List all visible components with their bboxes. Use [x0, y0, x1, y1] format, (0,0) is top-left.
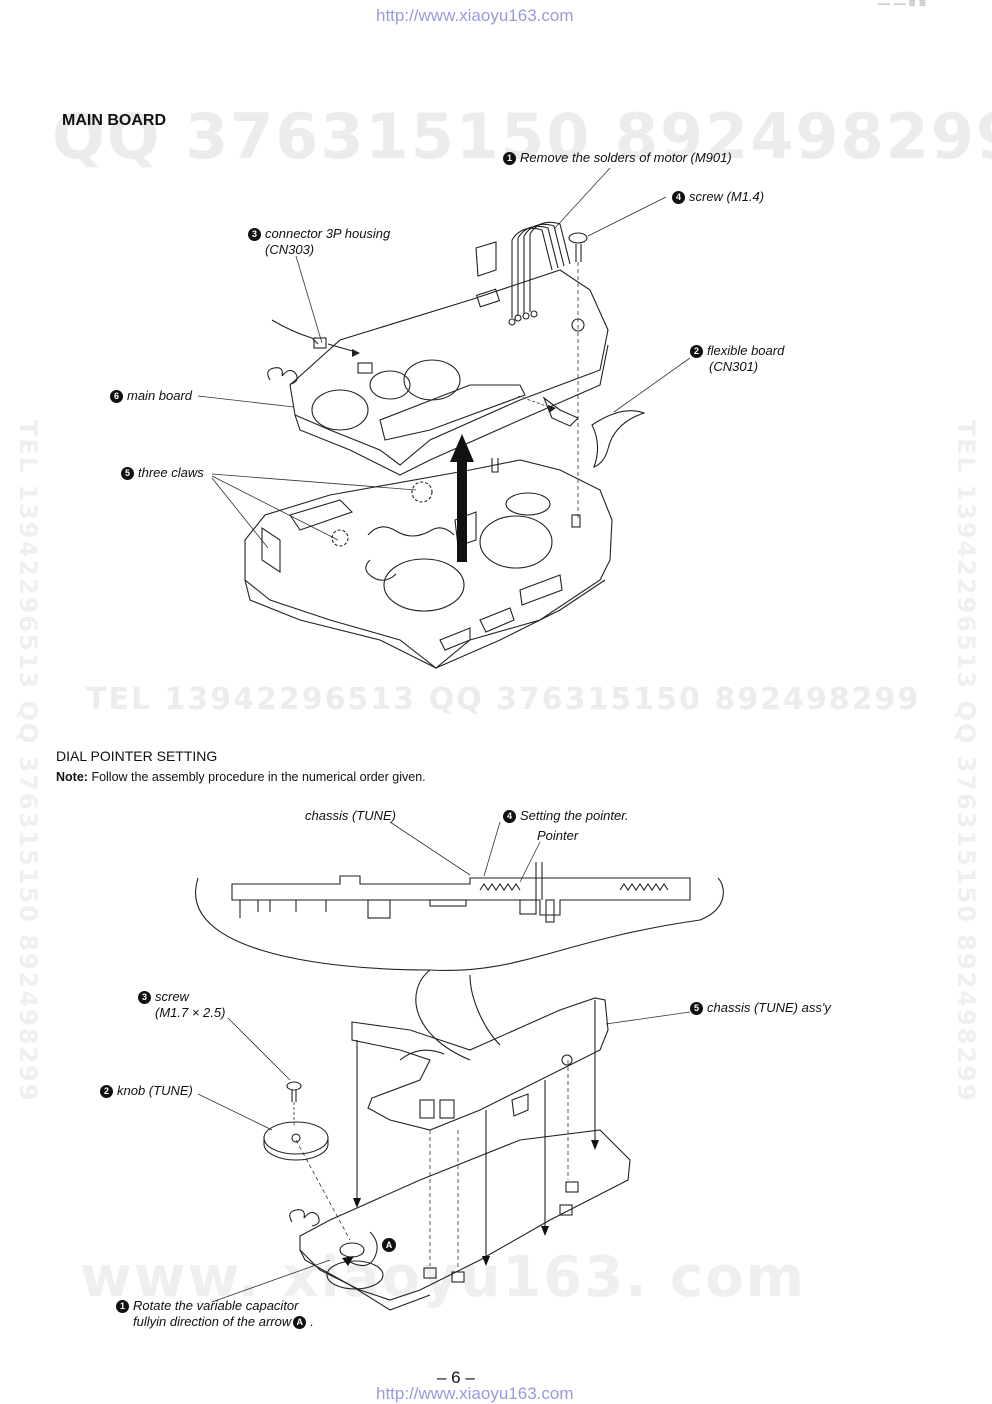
lower-chassis [244, 458, 613, 669]
lift-arrow [450, 434, 474, 562]
step-number-badge: 4 [672, 191, 685, 204]
callout-subtext: (CN303) [265, 242, 315, 257]
step-number-badge: 2 [690, 345, 703, 358]
dial-pointer-title: DIAL POINTER SETTING [56, 748, 218, 764]
step-number-badge: 6 [110, 390, 123, 403]
note-label: Note: [56, 770, 88, 784]
step-number-badge: 1 [116, 1300, 129, 1313]
arrow-marker-badge: A [293, 1316, 307, 1329]
step-number-badge: 3 [248, 228, 261, 241]
watermark-middle: TEL 13942296513 QQ 376315150 892498299 [86, 682, 921, 717]
callout-chassis-assy: 5 chassis (TUNE) ass'y [690, 1000, 831, 1016]
callout-knob-tune: 2 knob (TUNE) [100, 1083, 193, 1099]
screw-m14-illustration [568, 232, 588, 520]
callout-connector-housing: 3 connector 3P housing (CN303) [248, 226, 390, 258]
step-number-badge: 5 [690, 1002, 703, 1015]
callout-pointer: Pointer [537, 828, 579, 843]
step-number-badge: 4 [503, 810, 516, 823]
callout-text: flexible board [707, 343, 785, 358]
note-text: Follow the assembly procedure in the num… [91, 770, 426, 784]
knob-tune-illustration [263, 1121, 329, 1161]
motor-wires [475, 221, 571, 318]
assembly-note: Note: Follow the assembly procedure in t… [56, 770, 426, 784]
watermark-top: QQ 376315150 892498299 [52, 100, 992, 173]
arrow-a-badge: A [382, 1238, 396, 1252]
callout-rotate-capacitor: 1 Rotate the variable capacitor fullyin d… [116, 1298, 314, 1330]
callout-setting-pointer: 4 Setting the pointer. [503, 808, 629, 824]
bubble-tail [415, 969, 471, 1061]
spring-illustration [267, 367, 298, 385]
connector-housing-illustration [271, 319, 360, 357]
rotation-arrow [349, 1231, 378, 1267]
callout-text: knob (TUNE) [117, 1083, 193, 1098]
tuner-chassis-assembly [289, 997, 631, 1311]
header-url[interactable]: http://www.xiaoyu163.com [376, 6, 574, 25]
corner-marks: — — ≡ ≡ [878, 0, 927, 10]
callout-text: screw [155, 989, 189, 1004]
callout-text: Remove the solders of motor (M901) [520, 150, 732, 165]
callout-text: chassis (TUNE) ass'y [707, 1000, 831, 1015]
callout-three-claws: 5 three claws [121, 465, 204, 481]
step-number-badge: 3 [138, 991, 151, 1004]
callout-screw-m14: 4 screw (M1.4) [672, 189, 764, 205]
callout-subtext: (M1.7 × 2.5) [155, 1005, 226, 1020]
main-board-title: MAIN BOARD [62, 112, 166, 129]
callout-text: screw (M1.4) [689, 189, 765, 204]
callout-text: main board [127, 388, 193, 403]
callout-text: Setting the pointer. [520, 808, 629, 823]
step-number-badge: 1 [503, 152, 516, 165]
callout-text: three claws [138, 465, 204, 480]
watermark-bottom: www. xiaoyu163. com [80, 1245, 807, 1310]
callout-subtext: (CN301) [709, 359, 759, 374]
callout-main-board: 6 main board [110, 388, 192, 404]
arrow-a-marker: A [382, 1236, 400, 1254]
step-number-badge: 2 [100, 1085, 113, 1098]
callout-subtext: fullyin direction of the arrow [133, 1314, 292, 1329]
footer-url[interactable]: http://www.xiaoyu163.com [376, 1384, 574, 1403]
screw-m17-illustration [286, 1081, 302, 1126]
callout-text: Rotate the variable capacitor [133, 1298, 299, 1313]
main-board-pcb [289, 269, 609, 476]
flexible-board-illustration [517, 395, 646, 468]
callout-text: connector 3P housing [265, 226, 391, 241]
callout-remove-solders: 1 Remove the solders of motor (M901) [503, 150, 732, 166]
page-number: – 6 – [437, 1368, 475, 1387]
assembly-guide-arrows [295, 1000, 599, 1270]
callout-chassis-tune: chassis (TUNE) [305, 808, 397, 823]
step-number-badge: 5 [121, 467, 134, 480]
detail-bubble [195, 877, 724, 972]
callout-flexible-board: 2 flexible board (CN301) [690, 343, 784, 375]
callout-screw-m17: 3 screw (M1.7 × 2.5) [138, 989, 225, 1021]
chassis-detail [231, 862, 691, 923]
